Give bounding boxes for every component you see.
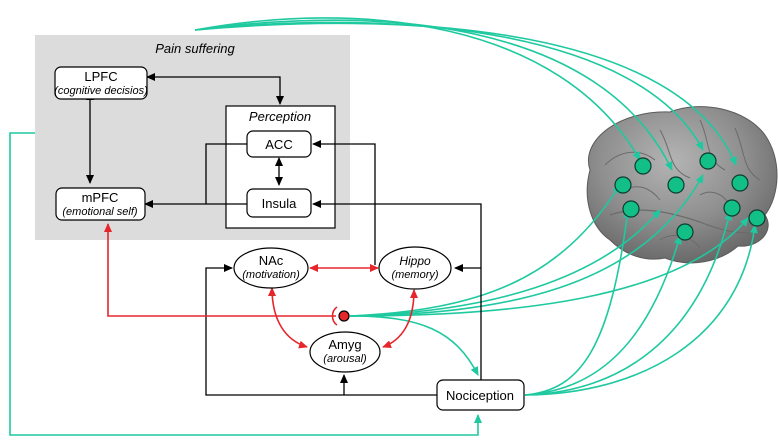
- node-acc: ACC: [246, 130, 312, 158]
- amyg-subtitle: (arousal): [323, 353, 367, 365]
- node-mpfc: mPFC (emotional self): [55, 187, 146, 221]
- brain-dot: [614, 176, 632, 194]
- node-nociception: Nociception: [436, 379, 525, 411]
- mpfc-subtitle: (emotional self): [62, 206, 138, 218]
- brain-dot: [676, 223, 694, 241]
- acc-to-mpfc: [205, 143, 247, 204]
- amyg-title: Amyg: [328, 337, 361, 352]
- teal-marker-to-nociception: [349, 315, 479, 376]
- red-dot-marker-icon: [338, 310, 350, 322]
- lpfc-perception-link: [146, 73, 284, 105]
- brain-dot: [748, 209, 766, 227]
- brain-dot: [622, 200, 640, 218]
- brain-dot: [699, 152, 717, 170]
- teal-pathways: [9, 17, 758, 436]
- brain-dot: [634, 157, 652, 175]
- nac-amyg-link: [268, 287, 308, 349]
- teal-noci-arc-2: [524, 235, 682, 396]
- teal-top-arc-1: [194, 17, 641, 161]
- red-pathways: [104, 223, 418, 349]
- node-lpfc: LPFC (cognitive decisios): [54, 66, 148, 100]
- teal-top-arc-4: [194, 22, 737, 166]
- teal-noci-arc-1: [524, 209, 631, 396]
- insula-title: Insula: [262, 196, 297, 211]
- teal-top-arc-3: [194, 21, 704, 151]
- noci-to-nac: [205, 264, 437, 396]
- marker-bracket: [331, 306, 338, 326]
- brain-dot: [723, 199, 741, 217]
- marker-to-mpfc: [104, 223, 336, 317]
- nociception-title: Nociception: [446, 388, 514, 403]
- noci-to-acc: [312, 140, 376, 265]
- nac-subtitle: (motivation): [242, 269, 300, 281]
- hippo-amyg-link: [382, 289, 418, 348]
- brain-dot: [667, 176, 685, 194]
- perception-title: Perception: [249, 109, 311, 124]
- hippo-subtitle: (memory): [391, 269, 438, 281]
- teal-noci-arc-3: [524, 211, 733, 396]
- teal-noci-arc-4: [524, 224, 758, 396]
- lpfc-title: LPFC: [84, 69, 117, 84]
- node-amyg: Amyg (arousal): [309, 331, 381, 373]
- nac-title: NAc: [259, 253, 284, 268]
- pain-suffering-title: Pain suffering: [155, 41, 235, 56]
- teal-top-arc-2: [194, 19, 673, 171]
- noci-main-vertical: [312, 200, 482, 380]
- acc-title: ACC: [265, 137, 292, 152]
- brain-dot: [731, 174, 749, 192]
- lpfc-subtitle: (cognitive decisios): [54, 85, 148, 97]
- teal-left-loop: [9, 132, 482, 436]
- brain-region-dots: [614, 152, 766, 241]
- node-insula: Insula: [246, 188, 312, 218]
- black-connections: [86, 73, 482, 396]
- node-nac: NAc (motivation): [233, 247, 309, 289]
- mpfc-title: mPFC: [82, 190, 119, 205]
- hippo-title: Hippo: [399, 254, 431, 268]
- node-hippo: Hippo (memory): [378, 246, 452, 290]
